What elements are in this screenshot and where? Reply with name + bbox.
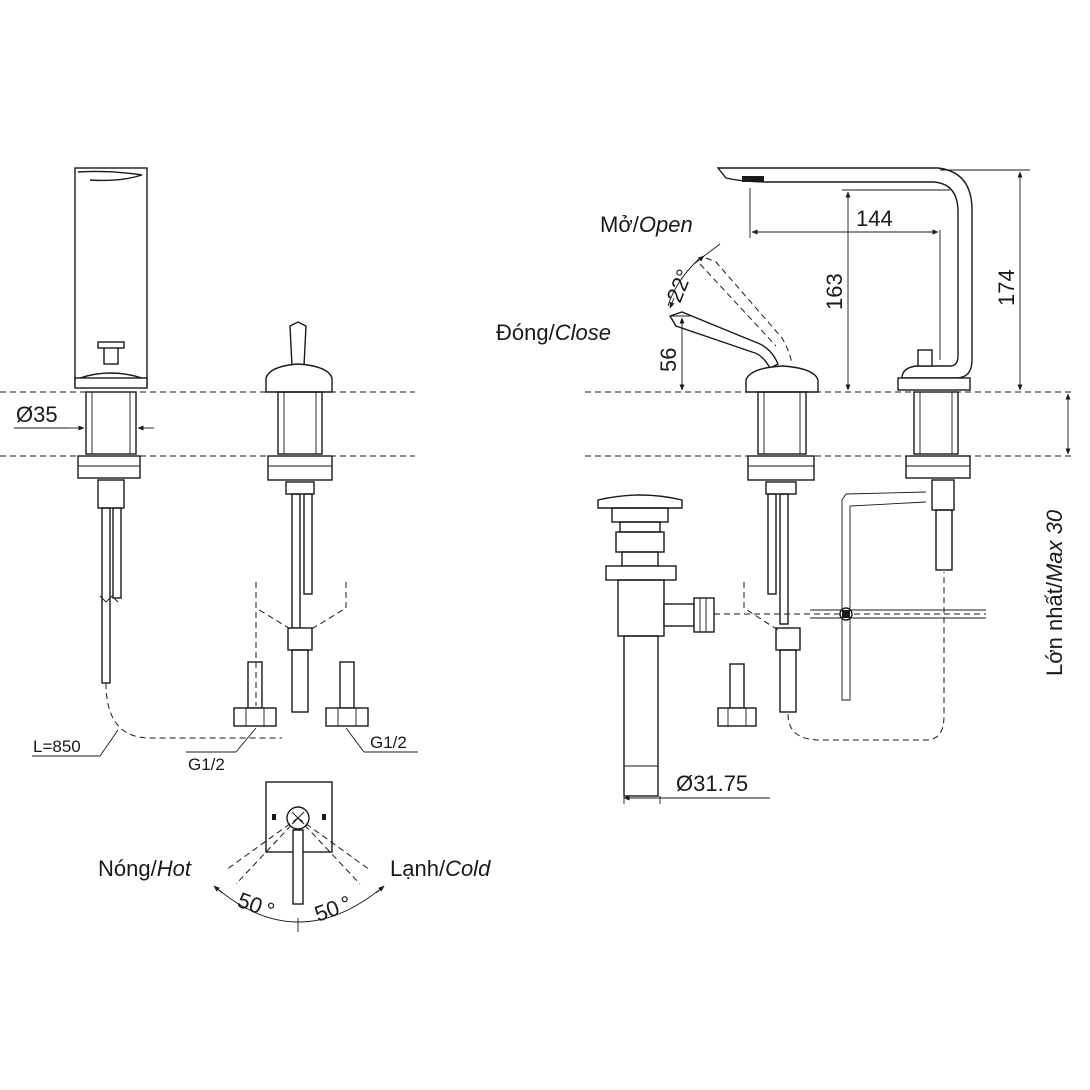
lever-height-dimension: 56 — [656, 315, 690, 391]
drain-diameter-dimension: Ø31.75 — [623, 771, 770, 804]
side-view-lever-valve — [668, 257, 819, 713]
deck-reference-lines — [0, 391, 1075, 457]
spout-height-dimension: 163 — [822, 189, 950, 391]
spout-height-label: 163 — [822, 273, 847, 310]
front-diameter-label: Ø35 — [16, 402, 58, 427]
front-view-faucet — [74, 167, 148, 684]
side-view-connectors — [717, 572, 945, 741]
angle-right-label: 50° — [311, 890, 355, 926]
deck-thickness-dimension: Lớn nhất/Max 30 — [1042, 393, 1071, 676]
hose-length-label: L=850 — [33, 737, 81, 756]
front-view-valve-body — [255, 321, 347, 713]
lever-angle-dimension: 22° — [661, 243, 721, 309]
front-view-diameter-dimension: Ø35 — [14, 402, 154, 431]
spout-reach-label: 144 — [856, 206, 893, 231]
right-connector: G1/2 — [325, 661, 418, 753]
cold-label: Lạnh/Cold — [390, 856, 491, 881]
side-view-spout — [716, 167, 973, 701]
drain-diameter-label: Ø31.75 — [676, 771, 748, 796]
hot-label: Nóng/Hot — [98, 856, 192, 881]
connector-left-label: G1/2 — [188, 755, 225, 774]
hose-length-leader: L=850 — [32, 682, 282, 757]
open-label: Mở/Open — [600, 212, 693, 237]
open-close-labels: Mở/Open Đóng/Close — [496, 212, 693, 345]
total-height-dimension: 174 — [940, 169, 1030, 391]
handle-rotation-diagram: Nóng/Hot Lạnh/Cold 50° 50° — [98, 781, 491, 932]
deck-thickness-label: Lớn nhất/Max 30 — [1042, 509, 1067, 676]
connector-right-label: G1/2 — [370, 733, 407, 752]
lever-height-label: 56 — [656, 348, 681, 372]
pop-up-drain — [597, 494, 986, 797]
spout-reach-dimension: 144 — [749, 188, 941, 360]
lever-angle-label: 22° — [661, 266, 697, 306]
close-label: Đóng/Close — [496, 320, 611, 345]
left-connector: G1/2 — [186, 661, 277, 774]
total-height-label: 174 — [994, 269, 1019, 306]
